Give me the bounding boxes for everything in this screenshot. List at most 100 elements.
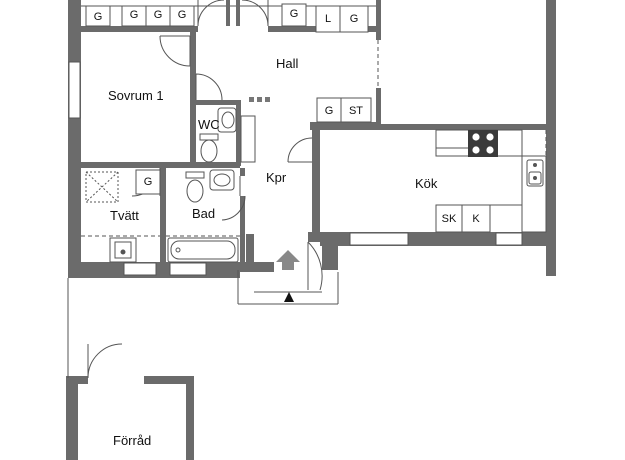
cabinet-box [340,97,372,123]
hall-cabinet-label: G [325,105,334,117]
stove-burner [486,133,494,141]
top-closets [85,3,369,33]
cabinet-box [316,97,342,123]
kitchen-appliance-box [435,204,463,233]
door-sovrum [159,35,191,67]
wall-right-lower [546,246,556,276]
room-label-forrad: Förråd [113,433,151,448]
stove-icon [468,130,498,157]
wall-sovrum-bottom [81,162,240,168]
utility-sink-drain [120,249,126,255]
door-swing-top-left [197,0,225,27]
window-sovrum [68,61,81,119]
wall-bottom-bad [240,262,274,272]
sink-drain [533,176,537,180]
bad-basin-bowl [213,173,231,187]
bad-fixtures [167,169,239,263]
window-kitchen [349,232,409,246]
kitchen-appliance-label: SK [442,213,457,225]
closet-box [169,5,195,27]
wall-hall-right [376,0,381,40]
door-frame-left [226,0,230,26]
room-label-sovrum1: Sovrum 1 [108,88,164,103]
wall-sovrum-right [190,32,196,166]
wall-tvatt-bad [160,168,166,264]
wc-basin-bowl [221,111,235,129]
tvatt-fixtures [85,171,137,263]
washing-machine [85,171,119,203]
wc-fixtures [199,107,256,163]
closet-label: L [325,13,331,25]
room-label-hall: Hall [276,56,299,71]
wall-kitchen-top [310,122,380,130]
door-entry [307,241,323,291]
wall-hall-right-low [376,88,381,126]
bad-toilet-tank [185,171,205,179]
room-label-tvatt: Tvätt [110,208,139,223]
door-bad [221,176,246,221]
wall-top-left [68,26,198,32]
wc-toilet-bowl [200,139,218,163]
wall-right [546,0,556,276]
stove-burner [472,146,480,154]
tvatt-cabinet-label: G [144,176,153,188]
door-forrad [87,343,123,379]
stove-burner [486,146,494,154]
wc-shelf [240,115,256,163]
kitchen-appliance-box [461,204,491,233]
tvatt-cabinet-box [135,169,161,195]
wall-entry-right [322,240,338,270]
utility-sink-bowl [114,241,132,259]
closet-box [315,5,341,33]
wall-kitchen-left [312,130,320,240]
closet-box [85,5,111,27]
bad-toilet-bowl [186,179,204,203]
closet-label: G [290,8,299,20]
door-wc [195,73,223,101]
entry-arrow-large [276,250,300,270]
closet-box [339,5,369,33]
stove-burner [472,133,480,141]
wall-wc-top [196,100,240,105]
door-kitchen [287,137,313,163]
kitchen-appliance-label: K [472,213,480,225]
stove-top [468,130,498,157]
room-label-wc: WC [198,117,220,132]
wall-bad-right-top [240,168,245,176]
wall-forrad-top-right [144,376,194,384]
bathtub-drain [175,247,181,253]
vent-dots [249,97,270,102]
vent-dot [265,97,270,102]
windows [68,61,523,276]
hall-cabinets [135,97,491,233]
room-label-kpr: Kpr [266,170,287,185]
vent-dot [249,97,254,102]
entry-arrow-icon [276,250,300,270]
closet-label: G [130,9,139,21]
room-label-bad: Bad [192,206,215,221]
door-frame-right [236,0,240,26]
wall-bad-right [240,196,245,270]
top-closet-labels: G G G G G L G [94,8,359,25]
entrance-marker-icon [284,292,294,302]
wall-left [68,0,81,278]
washing-machine-cross [85,171,119,203]
wall-wc-right [236,100,241,166]
wall-forrad-top-left [66,376,88,384]
wall-kitchen-top-right [380,124,550,130]
kitchen-fixtures [435,129,547,233]
window-tvatt [123,262,157,276]
vent-dot [257,97,262,102]
kitchen-sink-icon [526,159,544,187]
wall-entry-left [246,234,254,270]
wall-forrad-right [186,376,194,460]
kitchen-counter-right [521,155,547,233]
door-swing-top-right [241,0,269,27]
room-label-kok: Kök [415,176,438,191]
closet-label: G [154,9,163,21]
closet-label: G [94,11,103,23]
closet-label: G [350,13,359,25]
closet-label: G [178,9,187,21]
entrance-marker [284,292,294,302]
